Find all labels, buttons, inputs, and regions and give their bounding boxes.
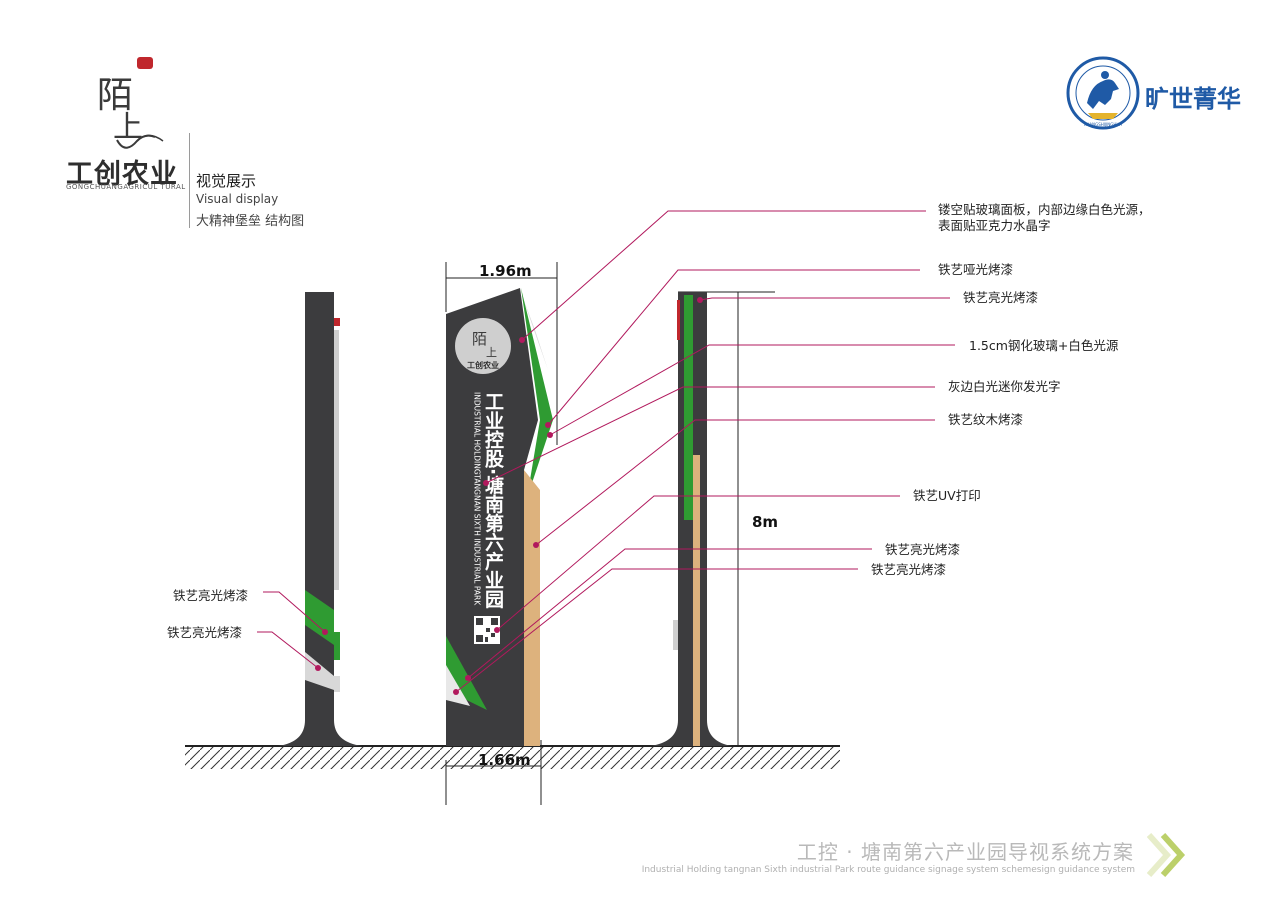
brand-name-en: GONGCHUANGAGRICUL TURAL xyxy=(66,183,186,191)
dimension-bottom-width: 1.66m xyxy=(478,751,531,769)
callout-gloss-paint-2: 铁艺亮光烤漆 xyxy=(885,542,961,557)
svg-text:陌: 陌 xyxy=(472,330,487,348)
footer-subtitle: Industrial Holding tangnan Sixth industr… xyxy=(641,865,1135,875)
callout-gloss-paint-3: 铁艺亮光烤漆 xyxy=(871,562,947,577)
brand-logo-icon: 陌 上 xyxy=(97,57,164,149)
callout-left-gloss-2: 铁艺亮光烤漆 xyxy=(167,625,243,640)
callout-lines xyxy=(257,210,955,693)
section-caption: 大精神堡垒 结构图 xyxy=(196,214,305,229)
panel-logo-label: 工创农业 xyxy=(467,360,499,370)
header-divider xyxy=(189,133,190,228)
sign-header-vertical: 工业控股·塘南第六产业园 xyxy=(482,392,504,609)
callout-left-gloss-1: 铁艺亮光烤漆 xyxy=(173,588,249,603)
side-view-right xyxy=(650,292,732,746)
partner-name-cn: 旷世菁华 xyxy=(1145,85,1241,113)
callout-glass-panel: 镂空贴玻璃面板，内部边缘白色光源， xyxy=(938,202,1151,217)
callout-mini-lit-text: 灰边白光迷你发光字 xyxy=(948,379,1061,394)
callout-wood-grain-paint: 铁艺纹木烤漆 xyxy=(948,412,1024,427)
section-title: 视觉展示 xyxy=(196,172,257,190)
seal-stamp-icon xyxy=(137,57,153,69)
dimension-height: 8m xyxy=(752,513,778,531)
dimension-lines xyxy=(445,262,775,805)
callout-matte-paint: 铁艺哑光烤漆 xyxy=(938,262,1014,277)
section-subtitle-en: Visual display xyxy=(196,192,279,206)
sign-english-vertical: INDUSTRIAL HOLDINGTANGNAN SIXTH INDUSTRI… xyxy=(473,392,482,606)
footer-title: 工控 · 塘南第六产业园导视系统方案 xyxy=(796,840,1134,864)
brand-name-cn: 工创农业 xyxy=(66,159,178,190)
svg-text:上: 上 xyxy=(486,346,497,359)
side-view-left xyxy=(278,292,362,746)
front-view: 陌 上 工创农业 工业控股·塘南第六产业园 INDUSTRIAL HOLDING… xyxy=(446,288,553,746)
callout-uv-print: 铁艺UV打印 xyxy=(913,488,981,503)
partner-logo: 旷世菁华 KUANGSHIJINGHUA xyxy=(1066,56,1241,130)
dimension-top-width: 1.96m xyxy=(479,262,532,280)
logo-glyph-1: 陌 xyxy=(97,75,133,116)
chevron-double-right-icon xyxy=(1147,833,1186,877)
partner-name-en: KUANGSHIJINGHUA xyxy=(1084,122,1122,127)
callout-gloss-paint-1: 铁艺亮光烤漆 xyxy=(963,290,1039,305)
horse-rider-emblem-icon xyxy=(1087,71,1119,109)
callout-acrylic-text: 表面贴亚克力水晶字 xyxy=(938,218,1051,233)
callout-tempered-glass: 1.5cm钢化玻璃+白色光源 xyxy=(969,338,1119,353)
callout-dots xyxy=(315,297,703,695)
